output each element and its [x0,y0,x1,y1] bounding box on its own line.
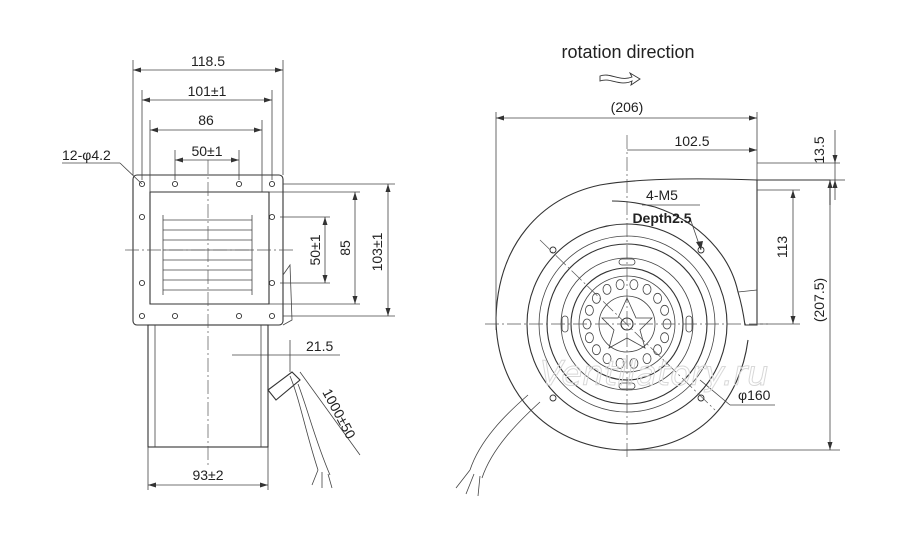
dim-cable-length: 1000±50 [319,386,359,442]
dim-hole-span: 101±1 [188,83,227,99]
dim-motor-diameter: φ160 [738,387,771,403]
rotor-slot [615,357,625,369]
rotor-slot [642,353,652,365]
flange-holes [138,180,276,320]
front-cable [469,394,529,471]
cable [289,375,319,471]
volute-housing [611,179,831,326]
rotor-slot [602,283,612,295]
inlet-opening [149,191,270,305]
dim-motor-width: 93±2 [192,467,223,483]
rotor-slot [629,279,639,291]
dim-overall-width: 118.5 [191,53,225,69]
dim-thread-depth: Depth2.5 [632,210,691,226]
side-arrowheads [133,67,391,488]
rotor-slot [602,353,612,365]
dim-opening-height: 85 [337,240,353,256]
dim-flange-height: 103±1 [369,232,385,271]
dim-half-width: 102.5 [674,133,709,149]
rotation-direction-label: rotation direction [561,42,694,62]
front-view: rotation direction [455,42,845,497]
rotor-slot [585,304,594,316]
dim-outlet-offset: 13.5 [811,136,827,163]
dim-total-height: (207.5) [811,278,827,322]
rotor-slot [629,357,639,369]
rotor-slot [615,279,625,291]
mounting-screws [549,246,705,402]
rotation-arrow-icon [599,71,641,87]
dim-center-height: 113 [774,236,790,259]
side-view: 118.5 101±1 86 50±1 12-φ4.2 50±1 85 103±… [62,53,395,490]
rotor-slot [642,283,652,295]
dim-inner-holes: 50±1 [191,143,222,159]
dim-total-width: (206) [611,99,644,115]
dim-thread-callout: 4-M5 [646,187,678,203]
housing-bump [282,263,293,326]
rotor-slot [592,344,601,356]
dim-vert-holes: 50±1 [307,234,323,265]
rotor-slot [585,332,594,344]
rotor-slot [653,292,662,304]
dim-opening-width: 86 [198,112,214,128]
dim-holes-callout: 12-φ4.2 [62,147,111,163]
louver-slats [162,215,253,295]
cable-gland [267,371,301,401]
rotor-slot [660,304,669,316]
dim-cable-offset: 21.5 [306,338,333,354]
watermark: Ventilatory.ru [540,354,769,394]
front-arrowheads [496,115,838,450]
rotor-slot [660,332,669,344]
